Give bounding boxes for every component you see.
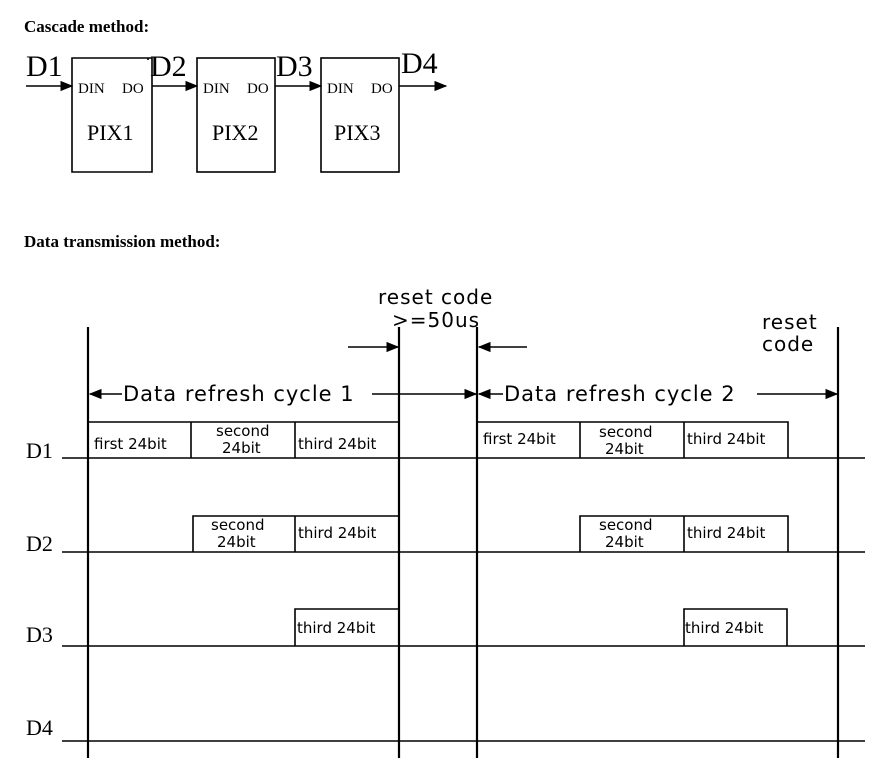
row-label-d2: D2: [26, 531, 53, 556]
frame-outline: [683, 608, 788, 646]
second-24bit-cell-line1: second: [211, 516, 265, 534]
row-label-d1: D1: [26, 438, 53, 463]
third-24bit-cell: third 24bit: [298, 524, 377, 542]
din-label: DIN: [78, 81, 105, 97]
cascade-heading: Cascade method:: [24, 17, 149, 36]
d3-cycle1-frames: third 24bit: [294, 608, 399, 646]
d1-cycle1-frames: first 24bit second 24bit third 24bit: [88, 421, 399, 458]
cycle1-label: Data refresh cycle 1: [123, 382, 355, 406]
row-label-d3: D3: [26, 622, 53, 647]
signal-label-d2: D2: [150, 50, 187, 83]
third-24bit-cell: third 24bit: [687, 430, 766, 448]
pixel-box: [71, 57, 153, 173]
third-24bit-cell: third 24bit: [298, 435, 377, 453]
reset-code-label: reset code: [378, 285, 493, 309]
second-24bit-cell-line1: second: [599, 423, 653, 441]
signal-label-d4: D4: [401, 47, 438, 80]
do-label: DO: [122, 81, 144, 97]
frame-outline: [192, 515, 399, 552]
frame-outline: [294, 608, 399, 646]
pixel-block-3: DIN DO PIX3: [320, 57, 400, 173]
third-24bit-cell: third 24bit: [297, 619, 376, 637]
reset-duration-label: >=50us: [392, 308, 480, 332]
d2-cycle1-frames: second 24bit third 24bit: [192, 515, 399, 552]
d3-cycle2-frames: third 24bit: [683, 608, 788, 646]
do-label: DO: [247, 81, 269, 97]
cascade-diagram: D1 D2 D3 D4 DIN DO PIX1 DIN DO PIX2 DIN …: [26, 47, 448, 173]
second-24bit-cell-line2: 24bit: [605, 533, 644, 551]
cycle2-label: Data refresh cycle 2: [504, 382, 736, 406]
timing-diagram: reset code >=50us reset code Data refres…: [26, 285, 865, 758]
code-label-2: code: [762, 332, 814, 356]
second-24bit-cell-line2: 24bit: [605, 440, 644, 458]
second-24bit-cell-line1: second: [216, 422, 270, 440]
pixel-name: PIX1: [87, 120, 133, 145]
row-label-d4: D4: [26, 715, 53, 740]
reset-label-2: reset: [762, 310, 818, 334]
third-24bit-cell: third 24bit: [687, 524, 766, 542]
signal-label-d3: D3: [276, 50, 313, 83]
transmission-heading: Data transmission method:: [24, 232, 220, 251]
pixel-block-2: DIN DO PIX2: [196, 57, 276, 173]
pixel-block-1: DIN DO PIX1: [71, 57, 153, 173]
second-24bit-cell-line1: second: [599, 516, 653, 534]
pixel-name: PIX3: [334, 120, 380, 145]
pixel-name: PIX2: [212, 120, 258, 145]
first-24bit-cell: first 24bit: [483, 430, 556, 448]
d2-cycle2-frames: second 24bit third 24bit: [579, 515, 789, 552]
signal-label-d1: D1: [26, 50, 63, 83]
pixel-box: [196, 57, 276, 173]
pixel-box: [320, 57, 400, 173]
d1-cycle2-frames: first 24bit second 24bit third 24bit: [477, 421, 789, 458]
second-24bit-cell-line2: 24bit: [217, 533, 256, 551]
din-label: DIN: [327, 81, 354, 97]
first-24bit-cell: first 24bit: [94, 435, 167, 453]
din-label: DIN: [203, 81, 230, 97]
do-label: DO: [371, 81, 393, 97]
second-24bit-cell-line2: 24bit: [222, 439, 261, 457]
third-24bit-cell: third 24bit: [685, 619, 764, 637]
